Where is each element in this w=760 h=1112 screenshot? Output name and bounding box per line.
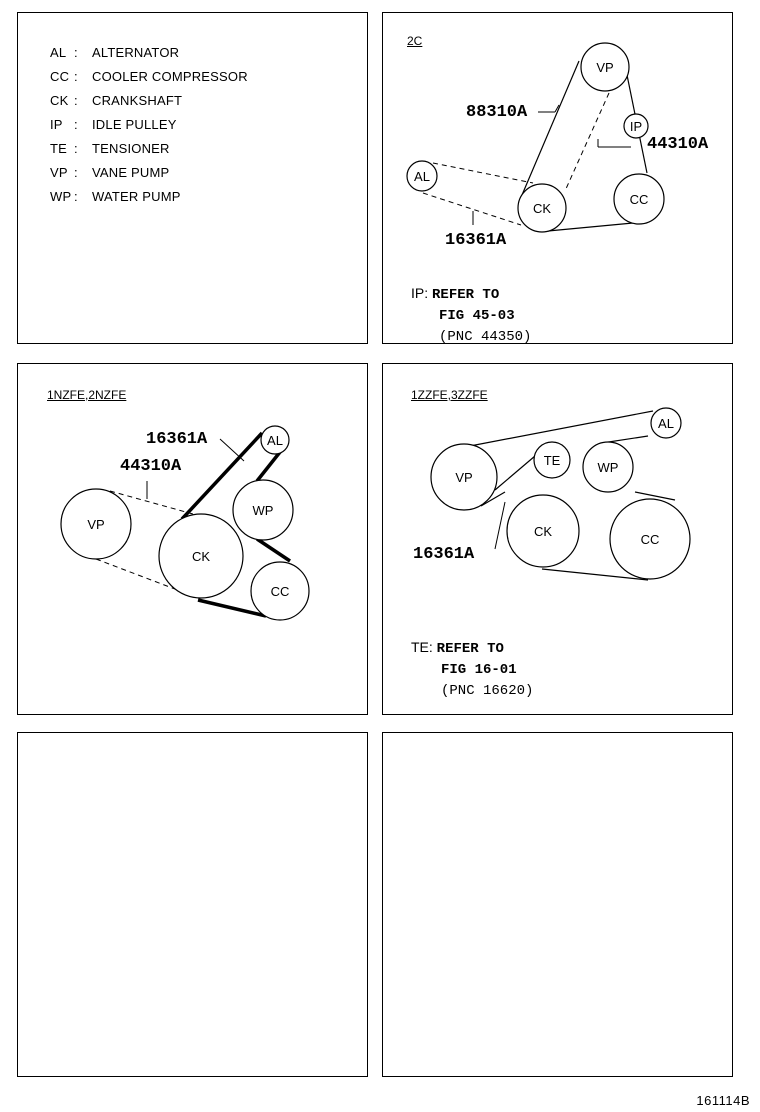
belt-line (541, 568, 649, 581)
belt-diagram-2c: VP IP AL CK CC 88310A 44310A 16361A (406, 42, 709, 250)
belt-heavy (256, 537, 291, 563)
part-number: 16361A (445, 231, 507, 250)
pulley-label-ck: CK (192, 549, 210, 564)
pulley-cc (613, 173, 665, 225)
legend-code: TE (50, 141, 68, 156)
pulley-label-cc: CC (641, 532, 660, 547)
pulley-al (650, 407, 682, 439)
pulley-ck (158, 513, 244, 599)
legend-desc: IDLE PULLEY (92, 117, 177, 132)
pulley-label-vp: VP (87, 517, 104, 532)
legend-code: WP (50, 189, 72, 204)
pulley-label-ck: CK (534, 524, 552, 539)
pulley-label-vp: VP (596, 60, 613, 75)
legend-desc: CRANKSHAFT (92, 93, 183, 108)
part-number: 44310A (120, 457, 182, 476)
pulley-al (406, 160, 438, 192)
leader-line (494, 501, 506, 550)
pulley-label-vp: VP (455, 470, 472, 485)
pulley-te (533, 441, 571, 479)
pulley-ck (517, 183, 567, 233)
note-line-1: REFER TO (432, 287, 500, 303)
panel-zzfe: 1ZZFE,3ZZFE VP TE WP AL CK CC 16361A TE:… (382, 363, 733, 715)
part-number: 16361A (413, 545, 475, 564)
legend-separator: : (74, 69, 78, 84)
belt-dashed (564, 92, 610, 192)
legend-code: AL (50, 45, 67, 60)
legend-desc: COOLER COMPRESSOR (92, 69, 248, 84)
legend-code: VP (50, 165, 68, 180)
pulley-label-cc: CC (271, 584, 290, 599)
note-line-3: (PNC 44350) (439, 329, 532, 345)
panel-title: 1ZZFE,3ZZFE (411, 388, 488, 402)
legend-separator: : (74, 93, 78, 108)
legend-code: CK (50, 93, 69, 108)
belt-dashed (432, 162, 534, 184)
belt-diagram-nzfe: VP CK AL WP CC 16361A 44310A (60, 425, 310, 621)
panel-title: 2C (407, 34, 423, 48)
empty-panel-right (382, 732, 733, 1077)
legend-separator: : (74, 141, 78, 156)
leader-line (219, 438, 245, 462)
pulley-label-te: TE (544, 453, 561, 468)
legend-separator: : (74, 165, 78, 180)
belt-line (480, 491, 506, 507)
panel-nzfe: 1NZFE,2NZFE VP CK AL WP CC 16361A 44310A (17, 363, 368, 715)
empty-panel-left (17, 732, 368, 1077)
legend-separator: : (74, 117, 78, 132)
belt-line (494, 455, 536, 491)
pulley-ip (623, 113, 649, 139)
note-prefix: TE: (411, 639, 433, 655)
legend-desc: TENSIONER (92, 141, 170, 156)
panel-2c: 2C VP IP AL CK CC 88310A 44310A 16361A I… (382, 12, 733, 347)
belt-line (469, 410, 654, 447)
note-te: TE: REFER TO FIG 16-01 (PNC 16620) (411, 638, 533, 701)
pulley-label-cc: CC (630, 192, 649, 207)
legend-desc: ALTERNATOR (92, 45, 180, 60)
figure-id: 161114B (696, 1093, 750, 1108)
note-line-1: REFER TO (436, 641, 504, 657)
leader-line (554, 104, 560, 113)
pulley-label-al: AL (267, 433, 283, 448)
pulley-wp (232, 479, 294, 541)
panel-title: 1NZFE,2NZFE (47, 388, 127, 402)
pulley-wp (582, 441, 634, 493)
legend-separator: : (74, 189, 78, 204)
pulley-label-al: AL (658, 416, 674, 431)
pulley-label-ip: IP (630, 119, 642, 134)
belt-heavy (180, 431, 264, 521)
legend-desc: WATER PUMP (92, 189, 181, 204)
pulley-cc (250, 561, 310, 621)
belt-heavy (197, 598, 267, 618)
legend-panel: AL : ALTERNATOR CC : COOLER COMPRESSOR C… (17, 12, 368, 344)
legend-desc: VANE PUMP (92, 165, 170, 180)
pulley-al (260, 425, 290, 455)
pulley-vp (430, 443, 498, 511)
note-line-3: (PNC 16620) (441, 683, 534, 699)
belt-line (634, 491, 676, 501)
legend-code: CC (50, 69, 70, 84)
legend-separator: : (74, 45, 78, 60)
belt-dashed (422, 192, 522, 226)
pulley-label-wp: WP (598, 460, 619, 475)
belt-diagram-zzfe: VP TE WP AL CK CC 16361A (413, 407, 691, 581)
pulley-label-al: AL (414, 169, 430, 184)
note-prefix: IP: (411, 285, 429, 301)
belt-line (547, 222, 634, 232)
part-number: 44310A (647, 135, 709, 154)
pulley-ck (506, 494, 580, 568)
pulley-label-ck: CK (533, 201, 551, 216)
pulley-label-wp: WP (253, 503, 274, 518)
pulley-vp (580, 42, 630, 92)
pulley-vp (60, 488, 132, 560)
part-number: 88310A (466, 103, 528, 122)
part-number: 16361A (146, 430, 208, 449)
pulley-cc (609, 498, 691, 580)
note-line-2: FIG 45-03 (439, 308, 515, 324)
belt-line (521, 60, 580, 196)
belt-dashed (95, 558, 189, 595)
note-ip: IP: REFER TO FIG 45-03 (PNC 44350) (411, 284, 531, 347)
legend-code: IP (50, 117, 63, 132)
note-line-2: FIG 16-01 (441, 662, 517, 678)
